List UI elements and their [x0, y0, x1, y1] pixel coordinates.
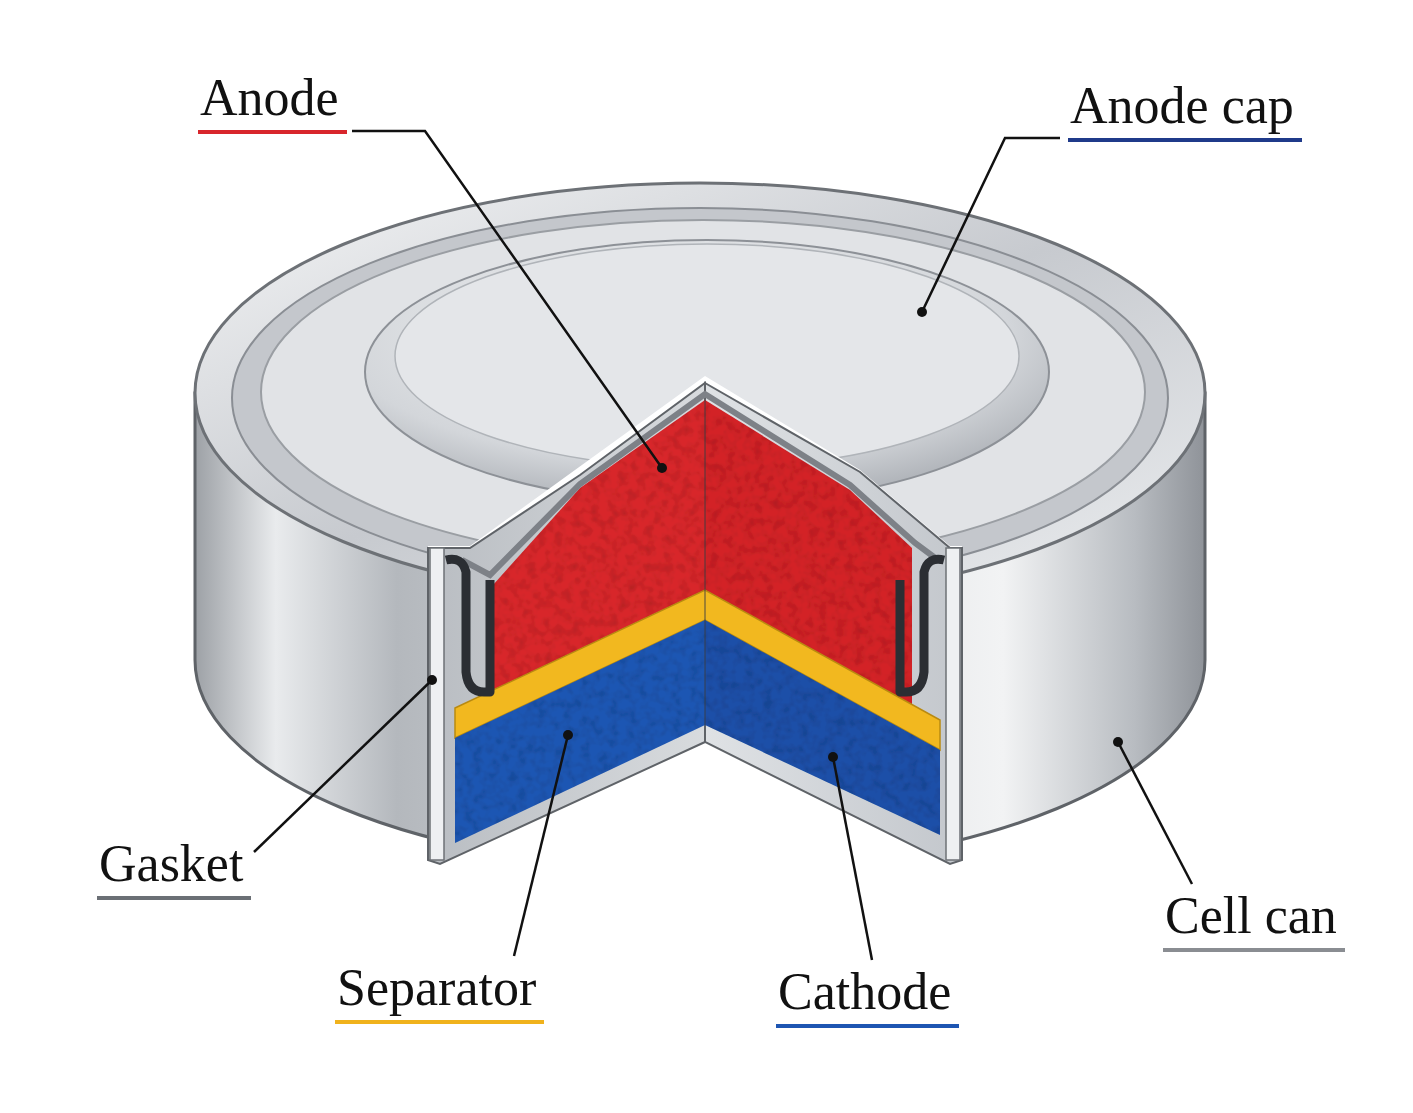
part-label: Separator: [335, 962, 544, 1024]
part-label: Anode cap: [1068, 80, 1302, 142]
part-label: Gasket: [97, 838, 251, 900]
part-label: Cathode: [776, 966, 959, 1028]
part-label: Cell can: [1163, 890, 1345, 952]
part-label: Anode: [198, 72, 347, 134]
leader-dots: [427, 307, 1123, 762]
leader-lines: [254, 131, 1192, 960]
